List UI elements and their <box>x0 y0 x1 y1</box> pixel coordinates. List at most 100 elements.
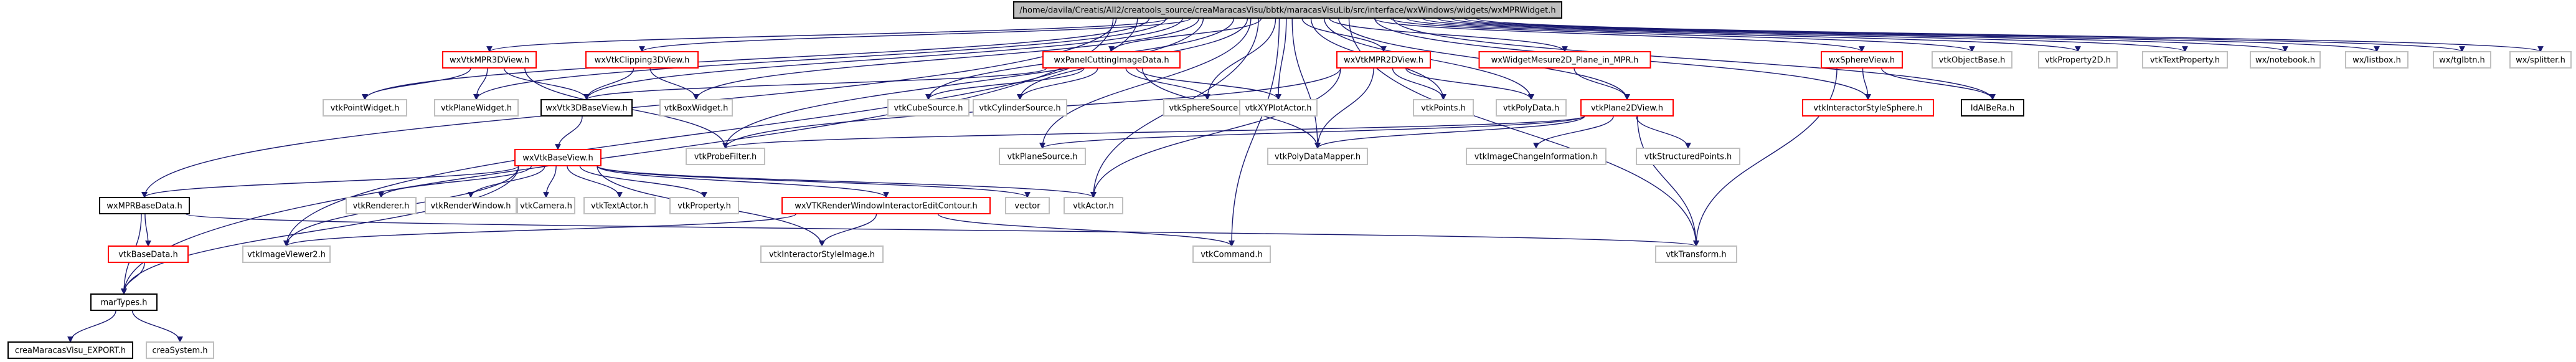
node-vtkplane2dview[interactable]: vtkPlane2DView.h <box>1580 99 1674 117</box>
node-box-idalbera <box>1961 99 2024 117</box>
node-box-vtkpointwidget <box>323 99 407 117</box>
node-vtkactor[interactable]: vtkActor.h <box>1064 197 1123 214</box>
node-wxvtkbaseview[interactable]: wxVtkBaseView.h <box>514 149 602 166</box>
node-wxtglbtn[interactable]: wx/tglbtn.h <box>2433 51 2491 69</box>
node-label-vtkprobefilter: vtkProbeFilter.h <box>694 153 757 162</box>
node-box-wxmprbasedata <box>99 197 190 214</box>
node-box-wxsplitter <box>2509 51 2572 69</box>
edge-wxvtkrenderwindow-to-vtkinteractorstyleimage <box>819 213 877 247</box>
node-vtkinteractorstyleimage[interactable]: vtkInteractorStyleImage.h <box>760 245 884 263</box>
node-wxvtkmpr3dview[interactable]: wxVtkMPR3DView.h <box>442 51 537 69</box>
node-vtkpolydatamapper[interactable]: vtkPolyDataMapper.h <box>1267 148 1368 165</box>
node-vtkprobefilter[interactable]: vtkProbeFilter.h <box>686 148 765 165</box>
node-box-vtkproperty <box>669 197 739 214</box>
node-box-wxwidgetmesure <box>1478 51 1651 69</box>
node-vtkboxwidget[interactable]: vtkBoxWidget.h <box>659 99 733 117</box>
node-vector[interactable]: vector <box>1005 197 1050 214</box>
node-label-wxnotebook: wx/notebook.h <box>2255 56 2315 65</box>
edge-root-to-vtkproperty2d <box>1405 17 2081 52</box>
node-box-vtktextactor <box>583 197 656 214</box>
node-vtkproperty2d[interactable]: vtkProperty2D.h <box>2038 51 2118 69</box>
node-box-wxvtkclipping3dview <box>585 51 699 69</box>
node-box-creasystem <box>146 341 214 359</box>
node-vtkbasedata[interactable]: vtkBaseData.h <box>108 245 189 263</box>
node-box-vtkcylindersource <box>973 99 1067 117</box>
node-vtktextproperty[interactable]: vtkTextProperty.h <box>2142 51 2228 69</box>
node-wxvtkmpr2dview[interactable]: wxVtkMPR2DView.h <box>1336 51 1431 69</box>
node-creasystem[interactable]: creaSystem.h <box>146 341 214 359</box>
node-box-vtkinteractorstylesphere <box>1802 99 1934 117</box>
node-vtkplanewidget[interactable]: vtkPlaneWidget.h <box>434 99 519 117</box>
node-vtkcylindersource[interactable]: vtkCylinderSource.h <box>973 99 1067 117</box>
node-label-vtkobjectbase: vtkObjectBase.h <box>1939 56 2006 65</box>
node-wxvtkclipping3dview[interactable]: wxVtkClipping3DView.h <box>585 51 699 69</box>
node-wxvtkrenderwindow[interactable]: wxVTKRenderWindowInteractorEditContour.h <box>781 197 991 214</box>
node-vtkspheresource[interactable]: vtkSphereSource.h <box>1163 99 1252 117</box>
node-label-vtkbasedata: vtkBaseData.h <box>118 250 177 260</box>
node-layer: /home/davila/Creatis/All2/creatools_sour… <box>7 1 2572 359</box>
node-wxlistbox[interactable]: wx/listbox.h <box>2345 51 2409 69</box>
node-vtkinteractorstylesphere[interactable]: vtkInteractorStyleSphere.h <box>1802 99 1934 117</box>
node-wxpanelcutting[interactable]: wxPanelCuttingImageData.h <box>1042 51 1181 69</box>
node-wxnotebook[interactable]: wx/notebook.h <box>2250 51 2321 69</box>
edge-root-to-wxpanelcutting <box>1108 17 1262 52</box>
node-wxwidgetmesure[interactable]: wxWidgetMesure2D_Plane_in_MPR.h <box>1478 51 1651 69</box>
node-vtkcamera[interactable]: vtkCamera.h <box>517 197 575 214</box>
node-vtkcubesource[interactable]: vtkCubeSource.h <box>887 99 970 117</box>
node-label-wxvtkbaseview: wxVtkBaseView.h <box>522 154 593 163</box>
node-box-vtkrenderwindow <box>425 197 517 214</box>
node-box-vtkpolydatamapper <box>1267 148 1368 165</box>
node-box-vector <box>1005 197 1050 214</box>
node-box-wxnotebook <box>2250 51 2321 69</box>
edge-vtkbasedata-to-martypes <box>121 262 145 295</box>
node-box-vtkcamera <box>517 197 575 214</box>
node-wxmprbasedata[interactable]: wxMPRBaseData.h <box>99 197 190 214</box>
node-root[interactable]: /home/davila/Creatis/All2/creatools_sour… <box>1013 1 1562 19</box>
node-vtkxyplotactor[interactable]: vtkXYPlotActor.h <box>1239 99 1318 117</box>
node-vtkcommand[interactable]: vtkCommand.h <box>1192 245 1271 263</box>
node-vtkimageviewer2[interactable]: vtkImageViewer2.h <box>242 245 331 263</box>
node-label-vtkproperty2d: vtkProperty2D.h <box>2045 56 2111 65</box>
edge-wxvtkbaseview-to-vtkcamera <box>543 165 557 198</box>
node-vtkrenderer[interactable]: vtkRenderer.h <box>346 197 417 214</box>
node-box-vtkimageviewer2 <box>242 245 331 263</box>
node-vtkpoints[interactable]: vtkPoints.h <box>1413 99 1474 117</box>
node-vtkpolydata[interactable]: vtkPolyData.h <box>1496 99 1567 117</box>
edge-wxpanelcutting-to-vtkspheresource <box>1125 67 1210 100</box>
node-box-wxvtkbaseview <box>514 149 602 166</box>
node-label-wxlistbox: wx/listbox.h <box>2352 56 2401 65</box>
node-creaexport[interactable]: creaMaracasVisu_EXPORT.h <box>7 341 133 359</box>
node-label-vtkrenderer: vtkRenderer.h <box>353 202 410 211</box>
node-vtkproperty[interactable]: vtkProperty.h <box>669 197 739 214</box>
node-vtktransform[interactable]: vtkTransform.h <box>1655 245 1737 263</box>
node-label-vtkpolydatamapper: vtkPolyDataMapper.h <box>1275 153 1361 162</box>
edge-vtkplane2dview-to-vtkprobefilter <box>722 115 1585 149</box>
edge-vtkplane2dview-to-vtkimagechangeinformation <box>1533 115 1614 149</box>
node-vtkstructuredpoints[interactable]: vtkStructuredPoints.h <box>1636 148 1740 165</box>
edge-root-to-vtkspheresource <box>1204 17 1276 100</box>
node-box-wxtglbtn <box>2433 51 2491 69</box>
node-vtktextactor[interactable]: vtkTextActor.h <box>583 197 656 214</box>
node-box-vtkpolydata <box>1496 99 1567 117</box>
node-vtkobjectbase[interactable]: vtkObjectBase.h <box>1932 51 2012 69</box>
node-label-vtkxyplotactor: vtkXYPlotActor.h <box>1245 104 1311 113</box>
node-wxsphereview[interactable]: wxSphereView.h <box>1821 51 1903 69</box>
edge-martypes-to-creaexport <box>67 310 116 343</box>
node-martypes[interactable]: marTypes.h <box>90 293 158 311</box>
node-vtkrenderwindow[interactable]: vtkRenderWindow.h <box>425 197 517 214</box>
node-label-vtkimagechangeinformation: vtkImageChangeInformation.h <box>1474 153 1598 162</box>
node-vtkimagechangeinformation[interactable]: vtkImageChangeInformation.h <box>1466 148 1606 165</box>
node-wxvtk3dbaseview[interactable]: wxVtk3DBaseView.h <box>540 99 633 117</box>
edge-wxpanelcutting-to-vtkcubesource <box>925 67 1085 100</box>
node-box-wxvtkmpr2dview <box>1336 51 1431 69</box>
edge-wxvtkbaseview-to-vtkproperty <box>579 165 707 198</box>
node-box-vtkstructuredpoints <box>1636 148 1740 165</box>
edge-wxvtk3dbaseview-to-wxvtkbaseview <box>555 115 583 150</box>
node-box-vtkcubesource <box>887 99 970 117</box>
node-wxsplitter[interactable]: wx/splitter.h <box>2509 51 2572 69</box>
node-vtkplanesource[interactable]: vtkPlaneSource.h <box>999 148 1086 165</box>
node-idalbera[interactable]: IdAlBeRa.h <box>1961 99 2024 117</box>
node-vtkpointwidget[interactable]: vtkPointWidget.h <box>323 99 407 117</box>
node-label-vtkpointwidget: vtkPointWidget.h <box>331 104 400 113</box>
node-box-vtkobjectbase <box>1932 51 2012 69</box>
